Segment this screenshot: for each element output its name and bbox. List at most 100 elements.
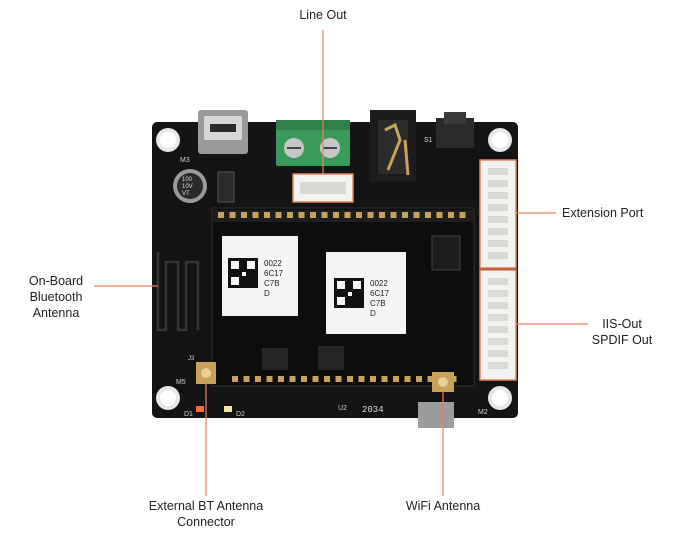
module-pin <box>459 212 466 218</box>
wifi-antenna-connector <box>432 372 454 392</box>
module-pin <box>425 212 431 218</box>
module-pin <box>287 212 293 218</box>
module-pin <box>367 212 374 218</box>
svg-text:0022: 0022 <box>370 279 388 288</box>
silk-m2: M2 <box>478 409 488 416</box>
module-pin <box>416 376 422 382</box>
module-pin <box>255 376 261 382</box>
module-pin <box>252 212 259 218</box>
capacitor-marking: 100 10V VT <box>182 177 193 197</box>
module-pin <box>312 376 319 382</box>
header-slot <box>488 180 508 187</box>
module-pin <box>321 212 328 218</box>
svg-text:C7B: C7B <box>370 299 386 308</box>
module-pin <box>264 212 270 218</box>
extension-port-header <box>479 159 517 269</box>
header-slot <box>488 338 508 345</box>
label-external-bt: External BT Antenna Connector <box>148 499 264 529</box>
svg-text:6C17: 6C17 <box>264 269 284 278</box>
module-pin <box>275 212 282 218</box>
module-pin <box>289 376 296 382</box>
header-slot <box>488 350 508 357</box>
label-extension-port: Extension Port <box>562 206 644 220</box>
mounting-hole-bl <box>156 386 180 410</box>
header-slot <box>488 290 508 297</box>
push-button <box>436 112 474 148</box>
module-pin <box>379 212 385 218</box>
module-pin <box>427 376 434 382</box>
module-pin <box>243 376 250 382</box>
header-slot <box>488 362 508 369</box>
header-slot <box>488 314 508 321</box>
svg-text:C7B: C7B <box>264 279 280 288</box>
module-pin <box>436 212 443 218</box>
mounting-hole-tl <box>156 128 180 152</box>
header-slot <box>488 168 508 175</box>
module-pin <box>232 376 238 382</box>
module-pin <box>404 376 411 382</box>
module-pin <box>218 212 224 218</box>
module-pin <box>356 212 362 218</box>
qr-code-left <box>228 258 258 288</box>
module-pin <box>229 212 236 218</box>
svg-text:10V: 10V <box>182 184 193 190</box>
header-slot <box>488 326 508 333</box>
module-pin <box>310 212 316 218</box>
module-pin <box>301 376 307 382</box>
led-d1 <box>196 406 204 412</box>
led-d2 <box>224 406 232 412</box>
module-pin <box>241 212 247 218</box>
svg-text:D: D <box>370 309 376 318</box>
module-label-right: 0022 6C17 C7B D <box>370 279 390 318</box>
header-slot <box>488 192 508 199</box>
silk-s1: S1 <box>424 137 433 144</box>
label-iis-out: IIS-Out SPDIF Out <box>591 317 653 347</box>
silk-j3: J3 <box>188 356 195 362</box>
module-pin <box>358 376 365 382</box>
label-line-out: Line Out <box>299 8 347 22</box>
iis-out-header <box>479 269 517 381</box>
header-slot <box>488 302 508 309</box>
line-out-terminal <box>276 120 350 166</box>
header-slot <box>488 252 508 259</box>
header-slot <box>488 240 508 247</box>
jumper <box>217 171 235 203</box>
module-pin <box>333 212 339 218</box>
silk-d2: D2 <box>236 411 245 418</box>
svg-text:6C17: 6C17 <box>370 289 390 298</box>
module-pin <box>298 212 305 218</box>
mounting-hole-br <box>488 386 512 410</box>
module-pin <box>324 376 330 382</box>
module-pin <box>413 212 420 218</box>
silk-d1: D1 <box>184 411 193 418</box>
silk-u2: U2 <box>338 405 347 412</box>
audio-jack <box>370 110 416 182</box>
header-slot <box>488 216 508 223</box>
module-pin <box>402 212 408 218</box>
svg-text:VT: VT <box>182 191 190 197</box>
header-slot <box>488 228 508 235</box>
silk-m5: M5 <box>176 379 186 386</box>
regulator-2 <box>318 346 344 370</box>
svg-text:D: D <box>264 289 270 298</box>
module-pin <box>278 376 284 382</box>
module-pin <box>335 376 342 382</box>
silk-m3: M3 <box>180 157 190 164</box>
bluetooth-antenna-trace <box>156 252 200 332</box>
module-pin <box>266 376 273 382</box>
label-onboard-bluetooth: On-Board Bluetooth Antenna <box>28 274 84 320</box>
svg-text:0022: 0022 <box>264 259 282 268</box>
module-pin <box>344 212 351 218</box>
svg-text:100: 100 <box>182 177 193 183</box>
mounting-hole-tr <box>488 128 512 152</box>
usb-connector <box>198 110 248 154</box>
module-pin <box>390 212 397 218</box>
module-label-left: 0022 6C17 C7B D <box>264 259 284 298</box>
capacitor <box>173 169 207 203</box>
module-pin <box>381 376 388 382</box>
qr-code-right <box>334 278 364 308</box>
module-pin <box>370 376 376 382</box>
regulator-1 <box>262 348 288 370</box>
